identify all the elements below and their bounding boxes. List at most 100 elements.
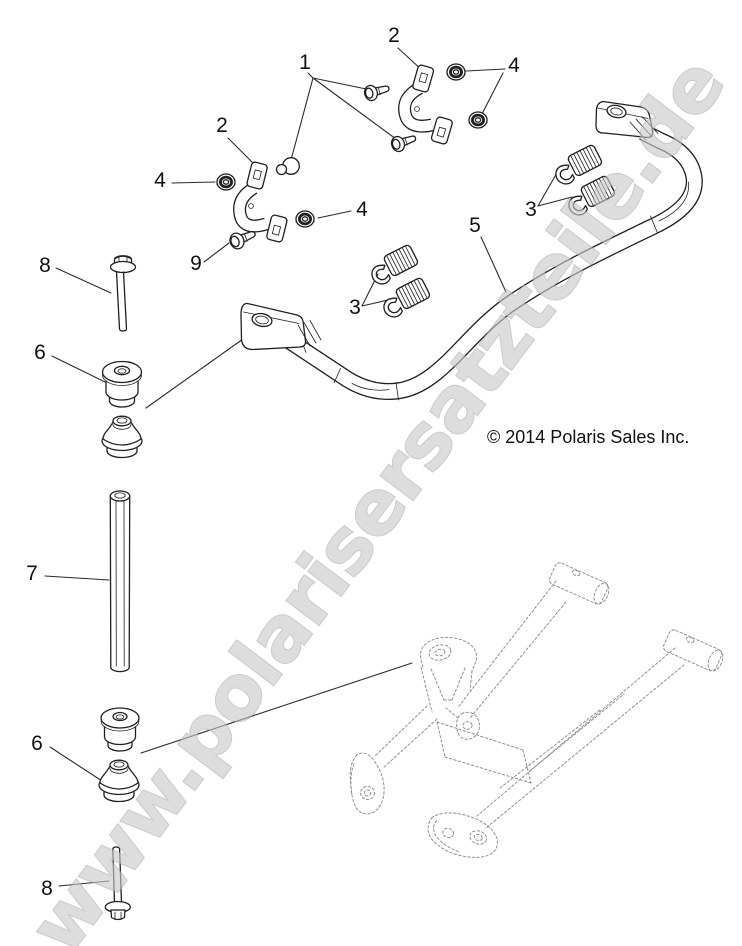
tab: [412, 64, 435, 93]
leader-lines: [44, 47, 573, 887]
nut-facets: [446, 69, 466, 76]
body: [105, 380, 139, 401]
bracket-flag-hole: [462, 721, 473, 730]
eyelet-hole: [606, 104, 627, 119]
tab: [246, 161, 268, 190]
bracket-stem: [445, 707, 459, 719]
serrations: [583, 177, 613, 206]
leader-7: [44, 575, 110, 581]
bushing-left-upper: [371, 244, 419, 285]
screw-head: [391, 138, 401, 150]
screw-washer-a: [363, 84, 390, 102]
screw-9: [229, 230, 256, 250]
eyelet-plate: [240, 302, 307, 351]
nut-upper-right-1: [446, 63, 466, 81]
bracket-tube-to-eyelet: [373, 705, 438, 769]
rubber-hook: [568, 195, 588, 216]
bracket-lobe: [420, 636, 478, 672]
leader-5: [480, 236, 507, 293]
sleeve-body: [549, 562, 609, 605]
leader-1: [290, 72, 397, 161]
arm-tube-upper: [458, 580, 567, 719]
callout-6-upper: 6: [34, 341, 46, 364]
callout-4-left: 4: [154, 169, 166, 192]
callout-1: 1: [299, 51, 311, 74]
top-bore: [113, 761, 125, 768]
arm-front-eyelet: [427, 812, 498, 858]
nut-facets: [468, 117, 488, 124]
nut-ring: [298, 212, 312, 226]
serrations: [570, 146, 600, 175]
callout-4-upper-right: 4: [508, 54, 520, 77]
bore-inner: [115, 714, 125, 720]
bracket-flag: [456, 711, 480, 740]
tube-bottom: [110, 667, 130, 673]
sleeve-hole: [571, 569, 581, 577]
screw-head: [364, 87, 374, 99]
nut-facets: [216, 179, 236, 186]
rubber-hook: [383, 297, 403, 318]
bar-elbow-contours: [351, 181, 689, 391]
rubber-hook: [371, 264, 391, 285]
leader-9: [203, 242, 230, 263]
eyelet-hole-thread: [255, 315, 269, 325]
clamp-left: [233, 161, 288, 243]
eyelet-hole-thread: [610, 107, 623, 116]
nut-bore: [301, 216, 309, 222]
bar-bushings: [371, 144, 616, 318]
screw-collar: [378, 87, 381, 96]
callout-3-right: 3: [525, 198, 537, 221]
clamp-tab-top: [246, 161, 268, 190]
clamp-tab-bottom: [266, 214, 288, 243]
tab: [266, 214, 288, 243]
screw-head: [230, 235, 240, 248]
tube-facets: [115, 499, 125, 667]
callout-2-upper: 2: [388, 24, 400, 47]
tab-hole: [418, 72, 429, 84]
leader-8-upper: [55, 267, 112, 294]
bar-eyelet-right: [595, 100, 659, 141]
leader-8-lower: [58, 880, 110, 887]
tab-hole: [271, 224, 282, 236]
mount-bracket: [373, 636, 480, 769]
screw-washer-b: [390, 135, 417, 153]
bracket-hole: [428, 644, 452, 661]
tab-hole: [436, 126, 447, 138]
leader-4-center: [317, 210, 352, 219]
callout-5: 5: [469, 214, 481, 237]
bolt-shank: [112, 846, 123, 904]
bushing-lower-dome: [98, 759, 140, 803]
callout-2-left: 2: [216, 114, 228, 137]
rubber-hook: [555, 164, 575, 185]
callout-9: 9: [190, 252, 202, 275]
screw-collar: [404, 137, 408, 146]
bushing-sleeve-lower: [663, 629, 724, 672]
eyelet-hatch: [297, 320, 322, 347]
lip: [103, 791, 135, 803]
eyelet-hole-large: [469, 830, 488, 845]
nut-left: [216, 173, 236, 191]
nuts: [216, 63, 488, 228]
lip: [106, 447, 138, 459]
nut-bore: [222, 179, 230, 185]
bolt-flange: [109, 260, 137, 274]
tab: [430, 116, 453, 145]
flange-bolt-upper: [109, 255, 137, 332]
rear-suspension-arm-ghost: [349, 562, 724, 858]
nut-facets: [295, 216, 315, 223]
top-ring: [112, 424, 132, 430]
nut-ring: [449, 65, 463, 79]
bolt-hex-head: [110, 909, 126, 921]
bracket-hole-inner: [434, 648, 446, 657]
nut-bore: [474, 117, 482, 123]
nut-ring: [219, 175, 233, 189]
clamp-saddle-hole: [414, 106, 420, 112]
clamp-band-fill: [399, 83, 434, 132]
eyelet-inner-contour: [433, 820, 460, 853]
tab-hole: [252, 169, 262, 181]
top-bore: [116, 417, 128, 424]
leader-4-upper-right: [465, 68, 506, 115]
bar-eyelet-left: [240, 302, 322, 351]
serrations: [386, 246, 416, 275]
